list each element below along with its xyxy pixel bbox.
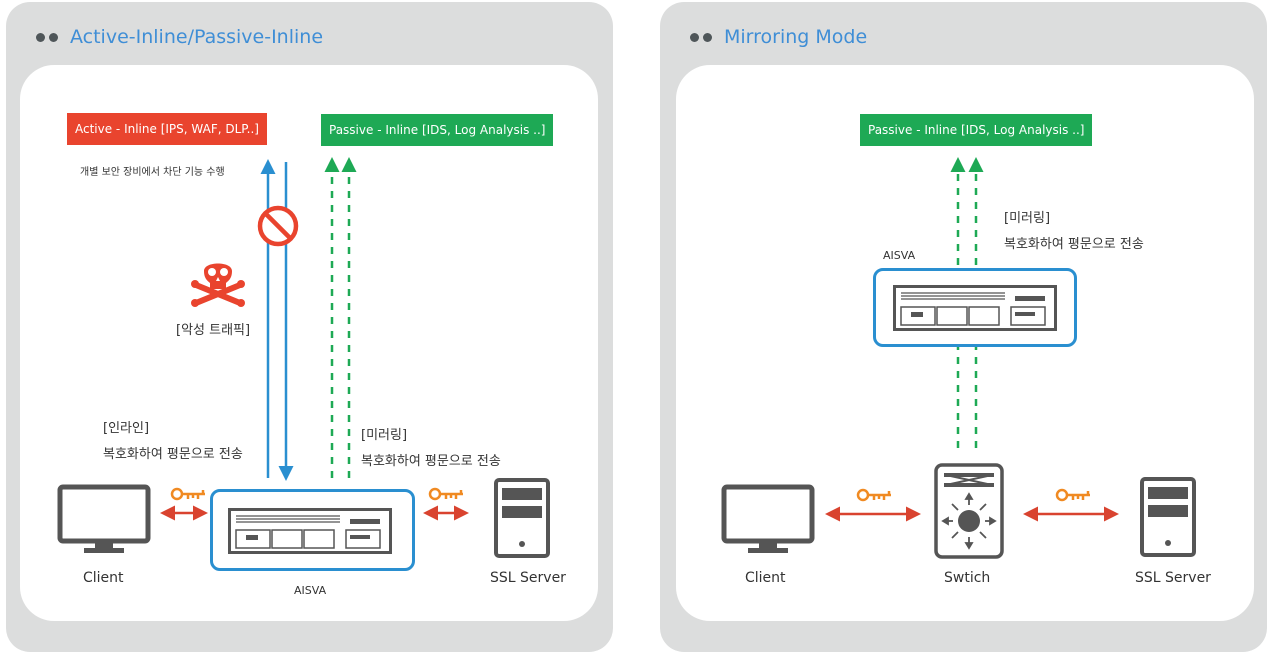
passive-inline-tag: Passive - Inline [IDS, Log Analysis ..]: [321, 114, 554, 146]
appliance-icon: [893, 285, 1057, 331]
mirror-desc: 복호화하여 평문으로 전송: [361, 454, 501, 469]
right-panel-header: Mirroring Mode: [690, 26, 867, 48]
server-icon: [1140, 477, 1196, 557]
no-entry-icon: [257, 205, 299, 247]
key-icon: [1055, 488, 1090, 502]
server-icon: [494, 478, 550, 558]
aisva-label: AISVA: [294, 584, 327, 597]
monitor-icon: [57, 484, 151, 553]
left-panel-header: Active-Inline/Passive-Inline: [36, 26, 323, 48]
inline-label: [인라인]: [103, 421, 150, 436]
bullet-dot-icon: [690, 32, 699, 42]
bullet-dot-icon: [49, 32, 58, 42]
switch-label: Swtich: [944, 570, 991, 586]
inline-desc: 복호화하여 평문으로 전송: [103, 447, 243, 462]
client-label-right: Client: [745, 570, 786, 586]
switch-icon: [934, 463, 1004, 559]
aisva-label-right: AISVA: [883, 249, 916, 262]
right-panel-title: Mirroring Mode: [724, 26, 868, 48]
monitor-icon: [721, 484, 815, 553]
mirror-label: [미러링]: [361, 428, 408, 443]
malicious-traffic-label: [악성 트래픽]: [176, 323, 251, 338]
key-icon: [170, 487, 205, 501]
ssl-server-label-right: SSL Server: [1135, 570, 1211, 586]
ssl-server-label: SSL Server: [490, 570, 566, 586]
bullet-dot-icon: [36, 32, 45, 42]
appliance-icon: [228, 508, 392, 554]
mirror-label-right: [미러링]: [1004, 211, 1051, 226]
left-panel-title: Active-Inline/Passive-Inline: [70, 26, 324, 48]
client-label: Client: [83, 570, 124, 586]
key-icon: [856, 488, 891, 502]
block-note: 개별 보안 장비에서 차단 기능 수행: [80, 167, 225, 178]
mirror-desc-right: 복호화하여 평문으로 전송: [1004, 237, 1144, 252]
active-inline-tag: Active - Inline [IPS, WAF, DLP..]: [67, 113, 267, 145]
bullet-dot-icon: [703, 32, 712, 42]
passive-inline-tag-right: Passive - Inline [IDS, Log Analysis ..]: [860, 114, 1093, 146]
key-icon: [428, 487, 463, 501]
skull-icon: [191, 263, 245, 307]
